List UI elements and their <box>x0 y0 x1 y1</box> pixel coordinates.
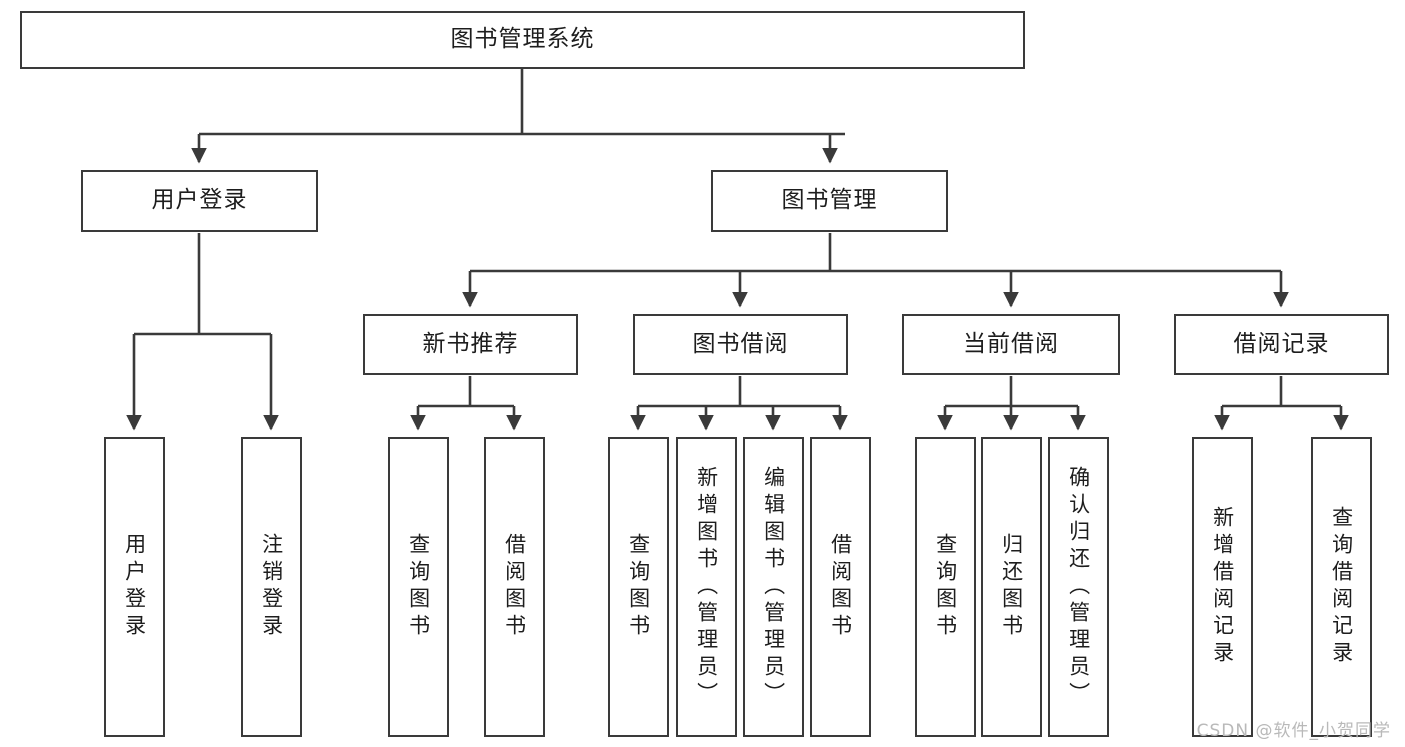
leaf-user-login[interactable]: 用户登录 <box>104 437 165 737</box>
node-book-manage[interactable]: 图书管理 <box>711 170 948 232</box>
node-label: 查询图书 <box>933 533 958 641</box>
node-label: 归还图书 <box>999 533 1024 641</box>
node-label: 新增借阅记录 <box>1210 506 1235 668</box>
node-label: 图书管理 <box>781 187 878 214</box>
node-label: 图书管理系统 <box>450 26 595 53</box>
node-label: 新增图书（管理员） <box>694 465 719 709</box>
node-label: 图书借阅 <box>692 330 789 357</box>
node-label: 新书推荐 <box>422 330 519 357</box>
leaf-return-book[interactable]: 归还图书 <box>981 437 1042 737</box>
node-root-system[interactable]: 图书管理系统 <box>20 11 1025 69</box>
node-label: 借阅记录 <box>1233 330 1330 357</box>
node-current-borrow[interactable]: 当前借阅 <box>902 314 1120 375</box>
node-label: 当前借阅 <box>963 330 1059 357</box>
node-new-book-rec[interactable]: 新书推荐 <box>363 314 578 375</box>
leaf-edit-book[interactable]: 编辑图书（管理员） <box>743 437 804 737</box>
watermark: CSDN @软件_小贺同学 <box>1196 721 1391 741</box>
node-label: 查询图书 <box>626 533 651 641</box>
node-book-borrow[interactable]: 图书借阅 <box>633 314 848 375</box>
leaf-query-book-3[interactable]: 查询图书 <box>915 437 976 737</box>
node-label: 借阅图书 <box>828 533 853 641</box>
node-user-login[interactable]: 用户登录 <box>81 170 318 232</box>
leaf-borrow-book-2[interactable]: 借阅图书 <box>810 437 871 737</box>
node-label: 注销登录 <box>259 533 284 641</box>
node-label: 用户登录 <box>151 187 248 214</box>
leaf-confirm-return[interactable]: 确认归还（管理员） <box>1048 437 1109 737</box>
leaf-query-book-1[interactable]: 查询图书 <box>388 437 449 737</box>
node-label: 借阅图书 <box>502 533 527 641</box>
leaf-query-book-2[interactable]: 查询图书 <box>608 437 669 737</box>
node-borrow-record[interactable]: 借阅记录 <box>1174 314 1389 375</box>
leaf-borrow-book-1[interactable]: 借阅图书 <box>484 437 545 737</box>
leaf-add-book[interactable]: 新增图书（管理员） <box>676 437 737 737</box>
node-label: 用户登录 <box>122 533 147 641</box>
node-label: 确认归还（管理员） <box>1066 465 1091 709</box>
node-label: 编辑图书（管理员） <box>761 465 786 709</box>
leaf-logout[interactable]: 注销登录 <box>241 437 302 737</box>
leaf-query-record[interactable]: 查询借阅记录 <box>1311 437 1372 737</box>
leaf-add-record[interactable]: 新增借阅记录 <box>1192 437 1253 737</box>
node-label: 查询借阅记录 <box>1329 506 1354 668</box>
node-label: 查询图书 <box>406 533 431 641</box>
